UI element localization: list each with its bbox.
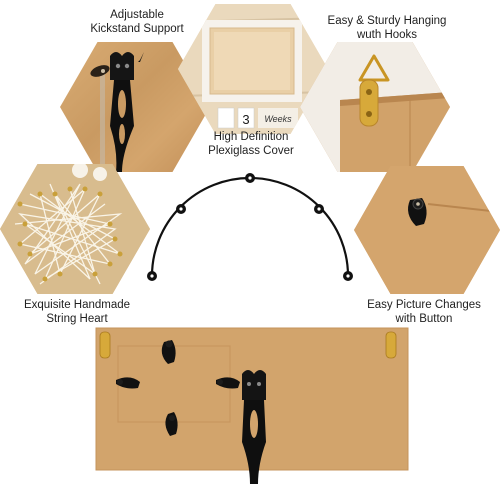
string-heart-caption-line2: String Heart — [46, 313, 108, 325]
frame-back-photo — [95, 327, 409, 484]
connector-dots — [147, 173, 353, 281]
plexiglass-caption-line2: Plexiglass Cover — [208, 145, 294, 157]
button-photo — [354, 166, 500, 294]
button-caption: Easy Picture Changes with Button — [348, 298, 500, 326]
hooks-caption-line2: wuth Hooks — [356, 29, 418, 41]
hooks-photo — [300, 42, 450, 172]
kickstand-caption-line2: Kickstand Support — [90, 23, 184, 35]
hooks-caption-line1: Easy & Sturdy Hanging — [327, 15, 447, 27]
string-heart-caption: Exquisite Handmade String Heart — [2, 298, 152, 326]
week-number: 3 — [242, 112, 249, 127]
hooks-hexagon — [300, 42, 450, 172]
week-label: Weeks — [264, 114, 292, 124]
kickstand-photo — [90, 52, 144, 172]
button-caption-line2: with Button — [395, 313, 453, 325]
connector-arc — [147, 173, 353, 281]
plexiglass-caption: High Definition Plexiglass Cover — [168, 130, 334, 158]
plexiglass-caption-line1: High Definition — [213, 131, 289, 143]
button-caption-line1: Easy Picture Changes — [367, 299, 481, 311]
string-heart-caption-line1: Exquisite Handmade — [23, 299, 131, 311]
string-heart-photo — [0, 164, 150, 294]
kickstand-caption-line1: Adjustable — [110, 9, 164, 21]
kickstand-caption: Adjustable Kickstand Support — [52, 8, 222, 36]
button-hexagon — [354, 166, 500, 294]
string-heart-hexagon — [0, 164, 150, 294]
hooks-caption: Easy & Sturdy Hanging wuth Hooks — [304, 14, 470, 42]
